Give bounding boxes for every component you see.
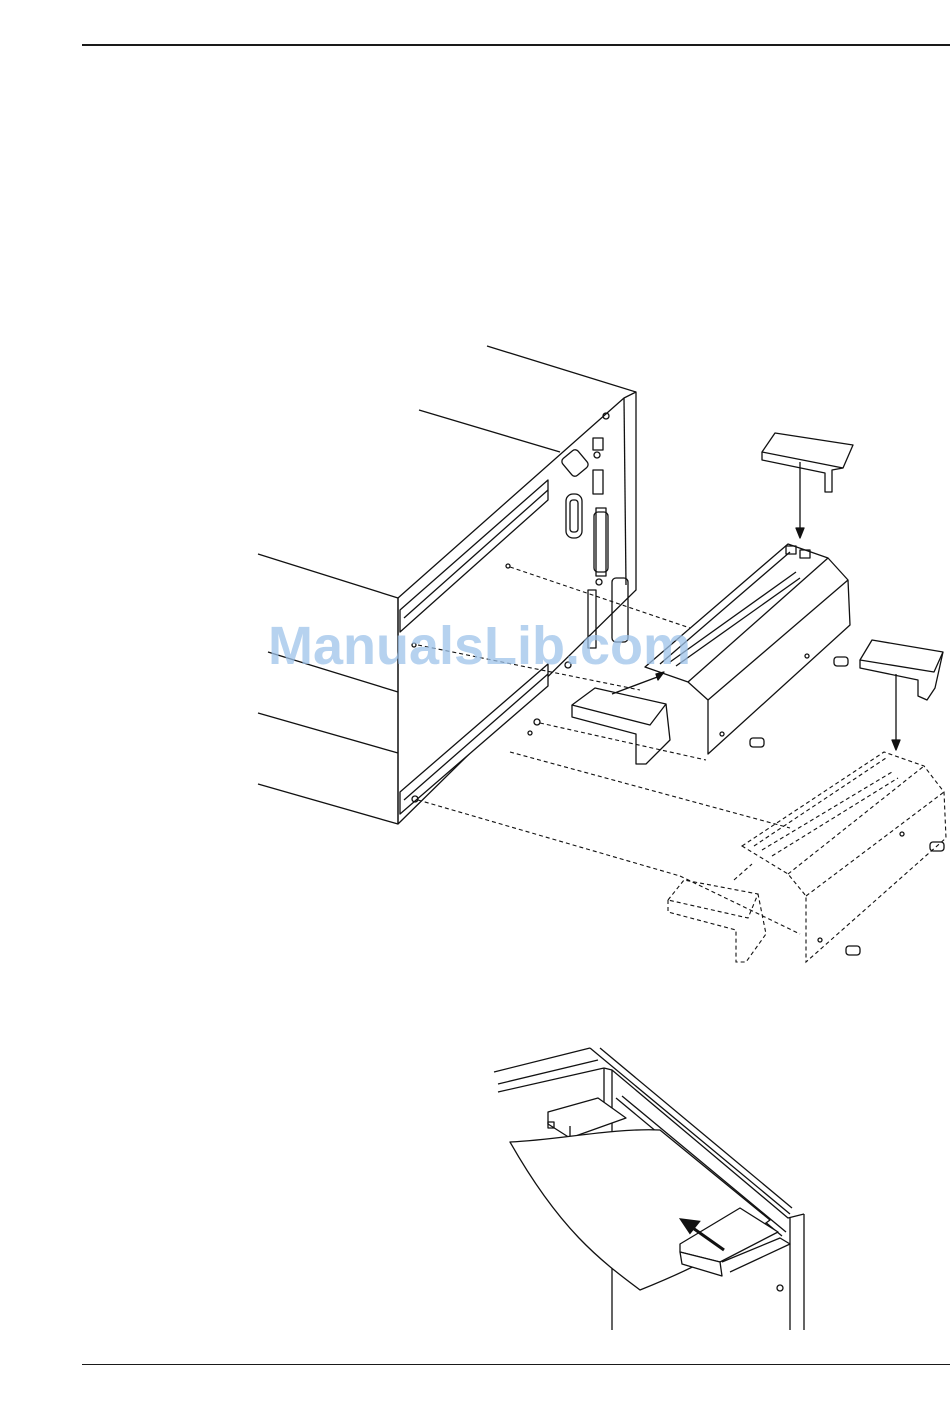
watermark: ManualsLib.com [268,615,691,677]
